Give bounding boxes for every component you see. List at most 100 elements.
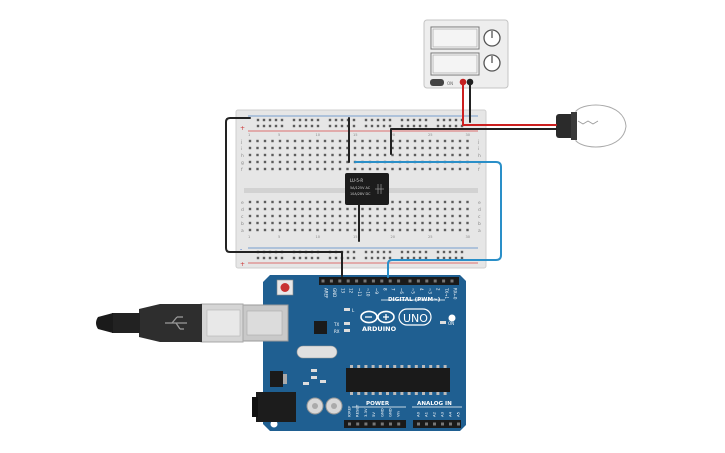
row-letter: c — [241, 215, 244, 220]
digital-pin-label: 4 — [419, 288, 424, 291]
row-letter: j — [477, 139, 479, 145]
digital-pin-label: 8 — [382, 288, 387, 291]
row-letter: h — [241, 153, 244, 159]
column-label: 15 — [353, 133, 358, 137]
row-letter: g — [241, 161, 244, 166]
column-label: 20 — [391, 235, 396, 239]
relay-model-label: LU-5-R — [350, 178, 363, 183]
power-pin-label: GND — [379, 408, 384, 417]
column-label: 25 — [428, 133, 433, 137]
row-letter: g — [478, 161, 481, 166]
wire-blue-signal[interactable] — [354, 161, 502, 278]
relay[interactable]: LU-5-R 5A/125V AC 10A/28V DC — [345, 173, 389, 205]
column-label: 15 — [353, 235, 358, 239]
row-letter: i — [241, 146, 242, 152]
arduino-brand-label: ARDUINO — [362, 325, 397, 333]
row-letter: a — [241, 229, 244, 234]
rail-plus-top: + — [240, 125, 245, 132]
label-on: ON — [448, 321, 454, 326]
row-letter: d — [241, 207, 244, 213]
column-label: 20 — [391, 133, 396, 137]
row-letter: c — [478, 215, 481, 220]
arduino-infinity-logo — [360, 310, 395, 324]
led-rx — [344, 329, 350, 332]
supply-power-switch[interactable] — [430, 79, 444, 86]
relay-ac-rating: 5A/125V AC — [350, 186, 371, 190]
dc-power-supply[interactable]: ON — [423, 19, 509, 89]
analog-header[interactable] — [413, 420, 461, 428]
digital-pwm-label: DIGITAL (PWM~) — [388, 297, 441, 303]
column-label: 5 — [278, 133, 280, 137]
relay-dc-rating: 10A/28V DC — [350, 192, 371, 196]
crystal-oscillator — [296, 345, 338, 359]
column-label: 10 — [316, 133, 321, 137]
label-l: L — [352, 308, 355, 313]
column-label: 10 — [316, 235, 321, 239]
row-letter: e — [241, 201, 244, 206]
digital-pin-label: ~10 — [366, 288, 371, 297]
analog-pin-label: A5 — [456, 411, 461, 417]
digital-pin-label: RX←0 — [453, 288, 458, 300]
led-on — [440, 321, 446, 324]
wires — [225, 83, 557, 278]
power-pin-label: 3.3V — [363, 408, 368, 417]
digital-pin-label: ~5 — [411, 288, 416, 294]
light-bulb[interactable] — [556, 104, 627, 148]
digital-pin-label: AREF — [324, 288, 329, 299]
row-letter: i — [478, 146, 479, 152]
row-letter: e — [478, 201, 481, 206]
usb-interface-chip — [314, 321, 327, 334]
rail-minus-bottom: - — [240, 246, 242, 253]
uno-label: UNO — [403, 312, 428, 325]
supply-on-label: ON — [447, 81, 453, 86]
mount-hole — [448, 314, 456, 322]
led-tx — [344, 322, 350, 325]
column-label: 30 — [466, 235, 471, 239]
digital-pin-label: 2 — [436, 288, 441, 291]
column-label: 1 — [248, 133, 250, 137]
rail-plus-bottom: + — [240, 261, 245, 268]
uno-badge — [398, 308, 432, 326]
dc-barrel-jack[interactable] — [256, 392, 296, 422]
voltage-regulator — [270, 371, 283, 387]
digital-pin-label: ~11 — [357, 288, 362, 297]
digital-pin-label: GND — [332, 288, 337, 297]
usb-cable[interactable] — [96, 303, 244, 343]
breadboard-holes — [248, 118, 469, 260]
atmega328-chip — [346, 368, 450, 392]
analog-in-label: ANALOG IN — [417, 401, 452, 407]
reset-button[interactable] — [276, 279, 294, 296]
analog-pin-label: A3 — [440, 411, 445, 417]
digital-pin-label: ~9 — [374, 288, 379, 294]
power-pin-label: GND — [388, 408, 393, 417]
column-label: 30 — [466, 133, 471, 137]
column-label: 1 — [248, 235, 250, 239]
power-pin-label: 5V — [371, 412, 376, 417]
digital-pin-label: 13 — [340, 288, 345, 294]
row-letter: a — [478, 229, 481, 234]
digital-pin-label: ~6 — [399, 288, 404, 294]
row-letter: d — [478, 207, 481, 213]
supply-terminal-negative[interactable] — [466, 78, 474, 86]
digital-pin-label: 12 — [349, 288, 354, 294]
column-label: 5 — [278, 235, 280, 239]
digital-pin-label: TX→1 — [444, 287, 449, 300]
row-letter: j — [240, 139, 242, 145]
wire-black-ground[interactable] — [225, 117, 343, 277]
label-tx: TX — [333, 322, 339, 327]
mount-hole — [270, 420, 278, 428]
analog-pin-label: A4 — [448, 411, 453, 417]
analog-pin-label: A1 — [424, 411, 429, 417]
row-letter: f — [241, 167, 243, 173]
label-rx: RX — [334, 329, 340, 334]
supply-terminal-positive[interactable] — [459, 78, 467, 86]
wire-black-bulb[interactable] — [390, 128, 557, 155]
analog-pin-label: A0 — [416, 411, 421, 417]
row-letter: h — [478, 153, 481, 159]
column-label: 25 — [428, 235, 433, 239]
digital-pin-holes — [321, 279, 454, 283]
